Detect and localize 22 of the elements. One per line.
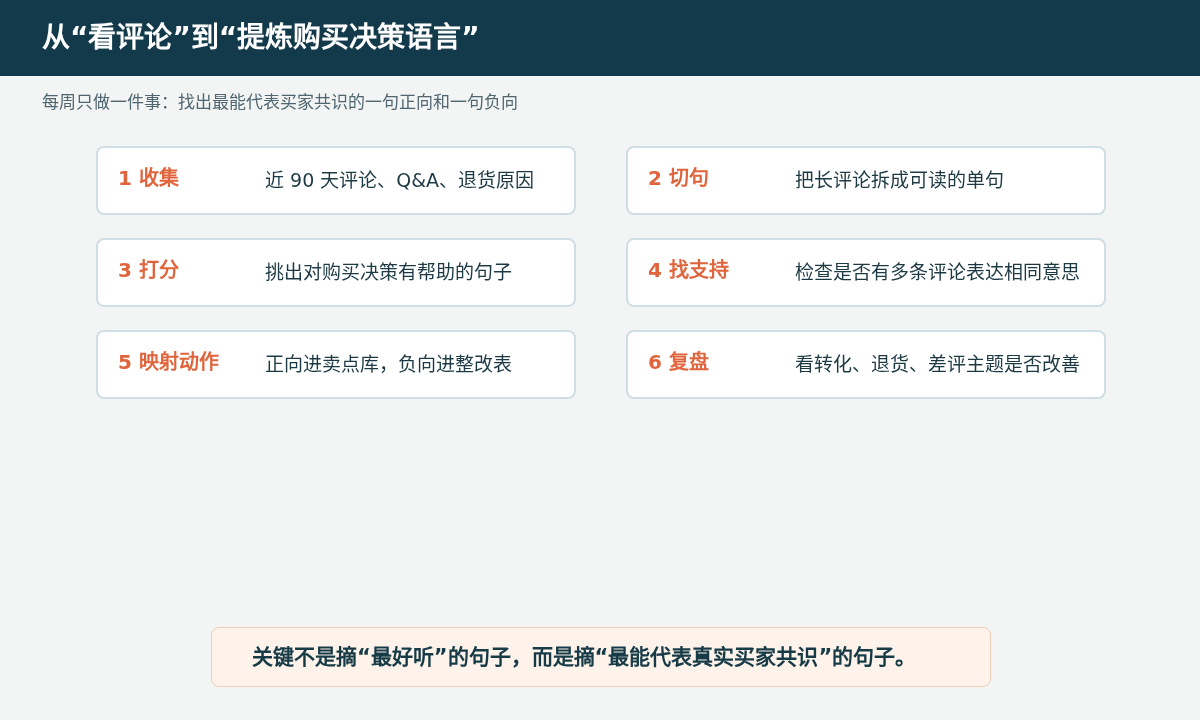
step-description: 检查是否有多条评论表达相同意思 xyxy=(795,260,1080,285)
step-card xyxy=(96,330,576,399)
step-description: 把长评论拆成可读的单句 xyxy=(795,168,1004,193)
step-heading: 2 切句 xyxy=(648,165,709,192)
step-heading: 1 收集 xyxy=(118,165,179,192)
step-description: 正向进卖点库，负向进整改表 xyxy=(265,352,512,377)
step-heading: 3 打分 xyxy=(118,257,179,284)
step-card xyxy=(96,238,576,307)
step-heading: 4 找支持 xyxy=(648,257,729,284)
step-card xyxy=(96,146,576,215)
callout-box xyxy=(211,627,991,687)
step-card xyxy=(626,146,1106,215)
title: 从“看评论”到“提炼购买决策语言” xyxy=(42,20,480,56)
callout-text: 关键不是摘“最好听”的句子，而是摘“最能代表真实买家共识”的句子。 xyxy=(252,644,917,671)
subtitle: 每周只做一件事：找出最能代表买家共识的一句正向和一句负向 xyxy=(42,91,518,114)
step-description: 近 90 天评论、Q&A、退货原因 xyxy=(265,168,535,193)
step-description: 挑出对购买决策有帮助的句子 xyxy=(265,260,512,285)
step-description: 看转化、退货、差评主题是否改善 xyxy=(795,352,1080,377)
step-heading: 6 复盘 xyxy=(648,349,709,376)
step-card xyxy=(626,330,1106,399)
step-heading: 5 映射动作 xyxy=(118,349,219,376)
step-card xyxy=(626,238,1106,307)
